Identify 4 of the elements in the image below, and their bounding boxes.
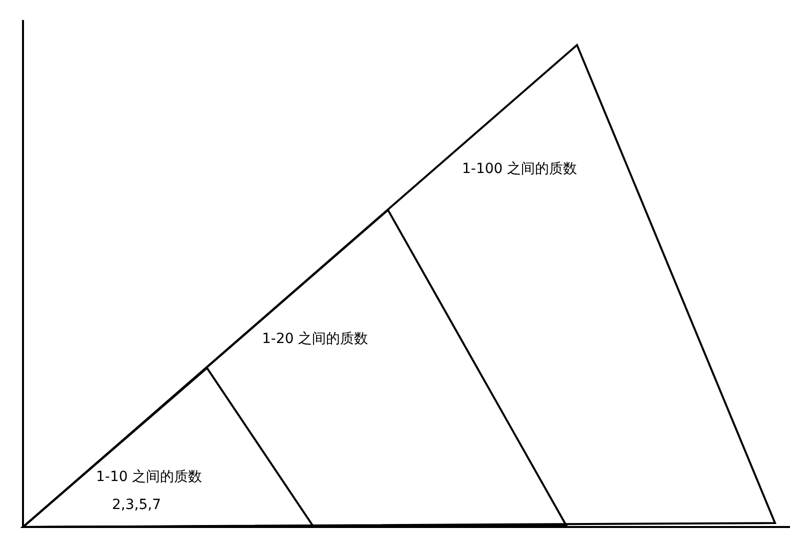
region-label: 1-100 之间的质数 — [462, 160, 578, 178]
region-label: 1-20 之间的质数 — [262, 330, 368, 348]
region-label: 1-10 之间的质数 — [96, 468, 202, 486]
number-list: 2,3,5,7 — [112, 496, 161, 514]
